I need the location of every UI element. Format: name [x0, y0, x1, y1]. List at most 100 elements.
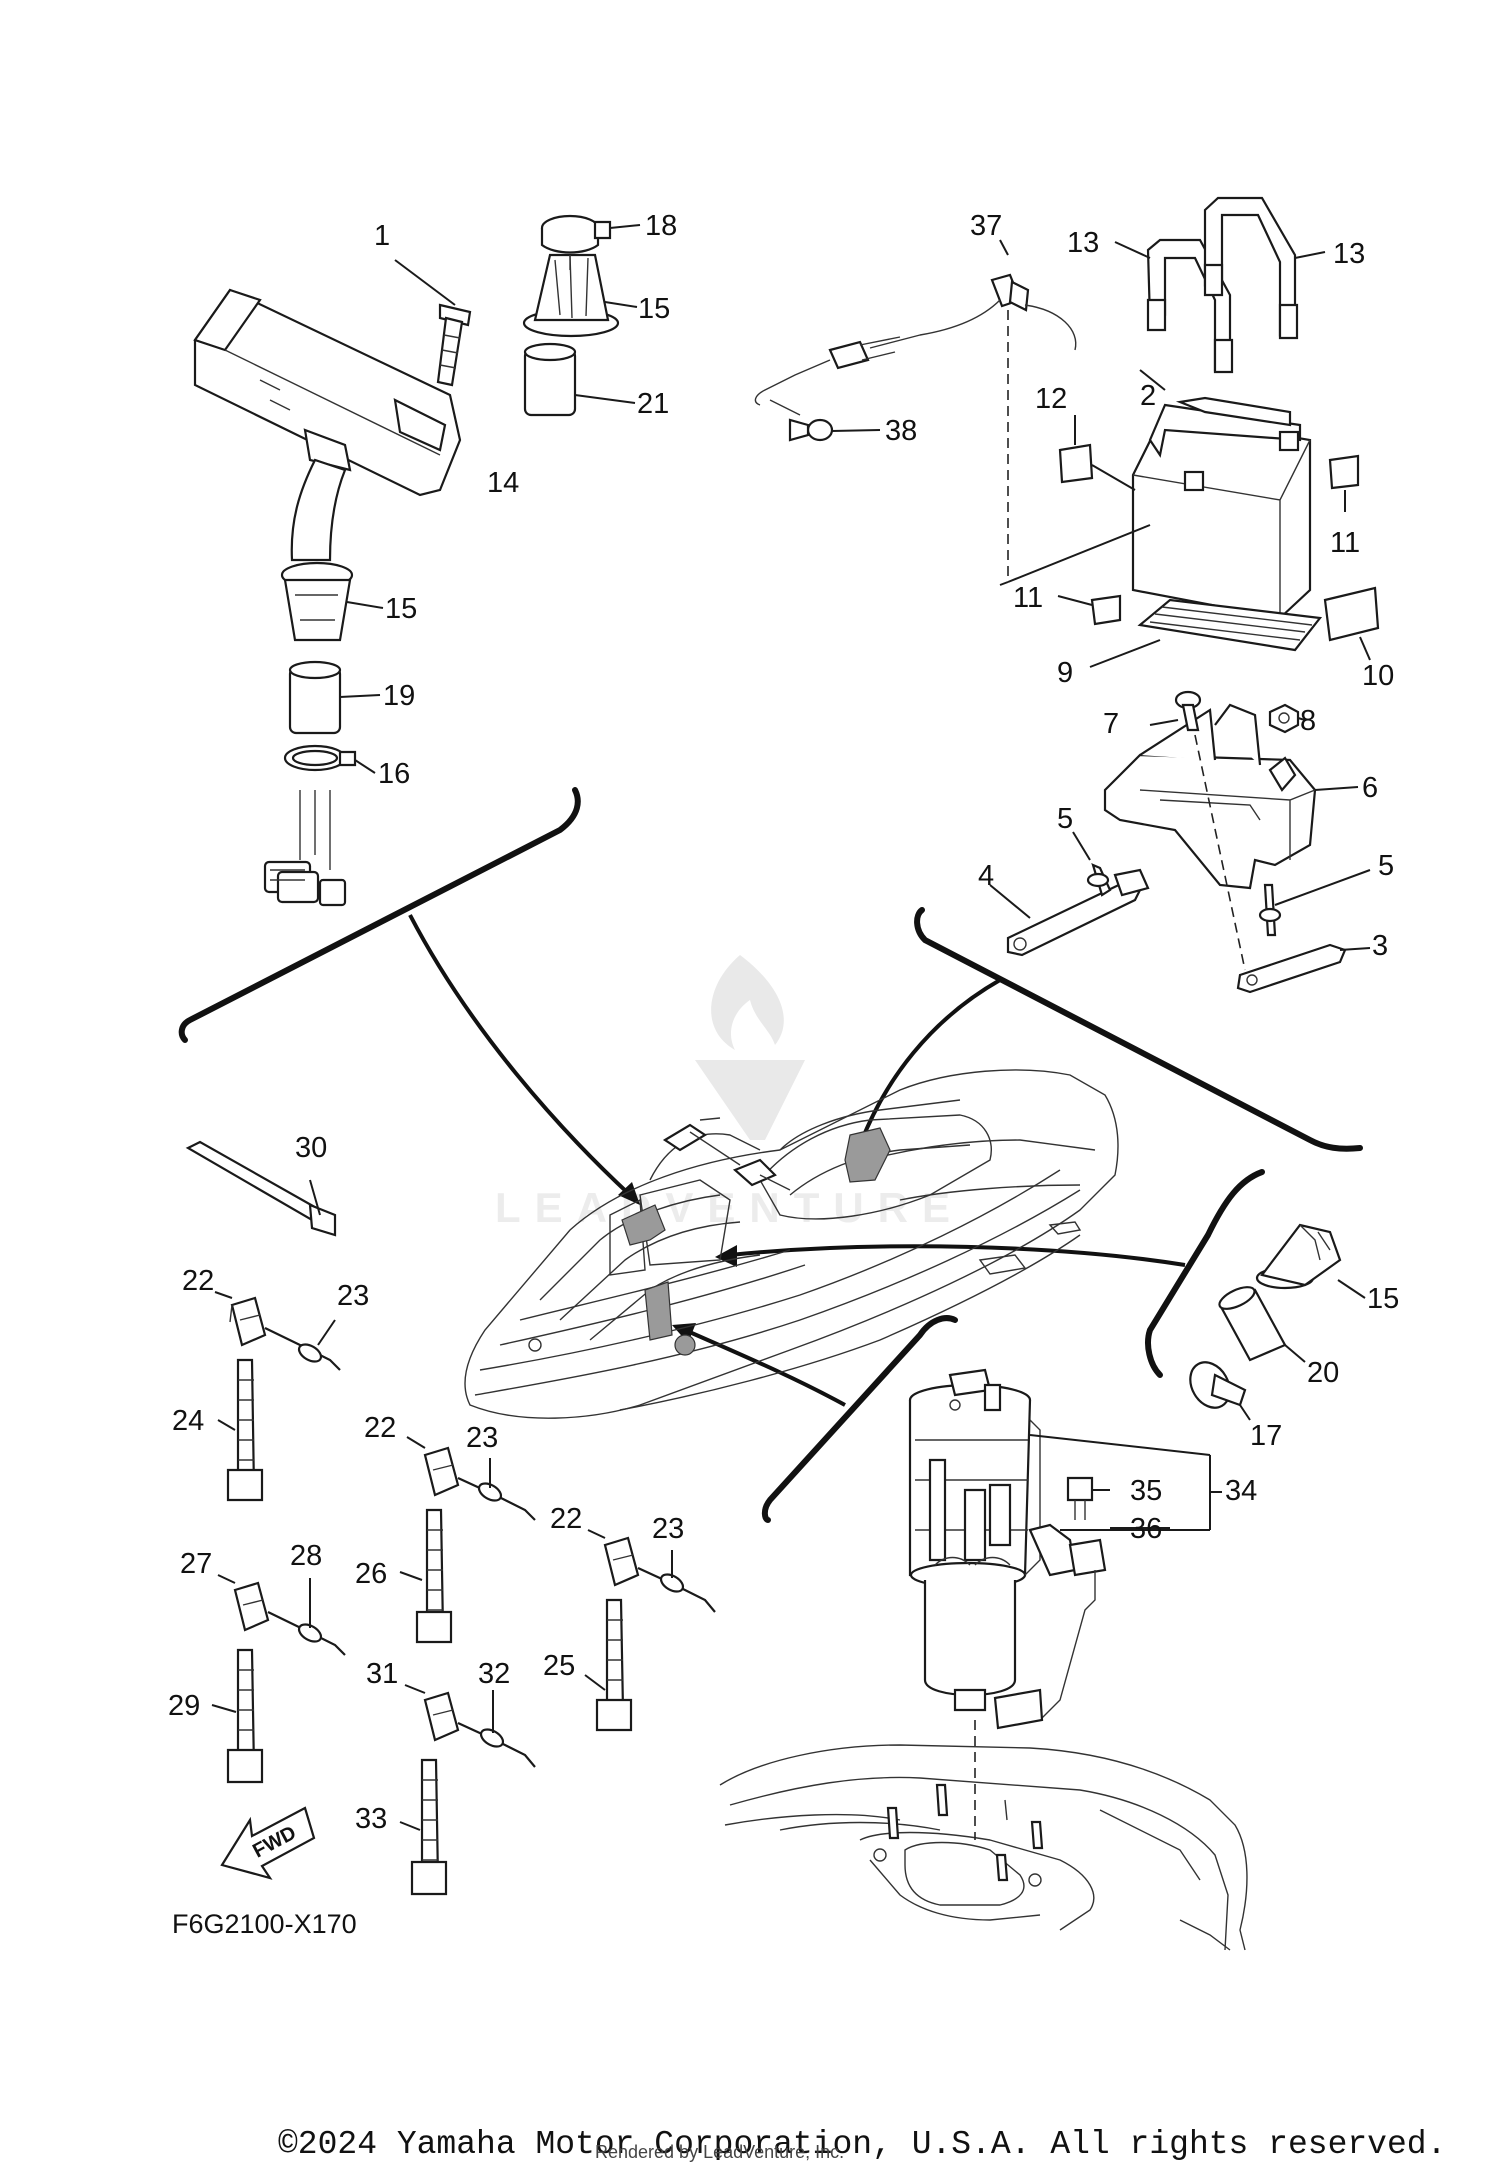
- callout-21: 21: [637, 388, 669, 420]
- callout-33: 33: [355, 1803, 387, 1835]
- pad-11-lower: [1057, 594, 1122, 626]
- cap-17: [1189, 1361, 1251, 1421]
- sleeve-21: [523, 342, 636, 417]
- sleeve-19: [288, 660, 381, 735]
- screw-38: [769, 399, 881, 442]
- cable-tie-29: [211, 1648, 264, 1784]
- callout-23a: 23: [337, 1280, 369, 1312]
- clamp-16: [283, 744, 376, 774]
- pad-10: [1323, 586, 1380, 661]
- wire-harness-connector: [263, 790, 347, 907]
- callout-brackets: [178, 787, 1363, 1523]
- pin-32: [457, 1690, 536, 1768]
- callout-12: 12: [1035, 383, 1067, 415]
- clip-22-a: [214, 1291, 267, 1347]
- callout-labels: 1 2 3 4 5 5 6 7 8 9 10 11 11 12 13 13 14…: [168, 210, 1399, 1835]
- callout-13a: 13: [1067, 227, 1099, 259]
- cable-tie-26: [399, 1508, 453, 1644]
- watercraft-hull: [464, 1069, 1119, 1419]
- pin-23-c: [637, 1550, 716, 1613]
- callout-15b: 15: [385, 593, 417, 625]
- callout-6: 6: [1362, 772, 1378, 804]
- callout-2: 2: [1140, 380, 1156, 412]
- callout-16: 16: [378, 758, 410, 790]
- fuel-pump-assembly: [908, 1368, 1041, 1712]
- callout-26: 26: [355, 1558, 387, 1590]
- pad-11-upper: [1328, 454, 1360, 512]
- callout-15a: 15: [638, 293, 670, 325]
- pin-28: [267, 1578, 346, 1656]
- callout-10: 10: [1362, 660, 1394, 692]
- callout-17: 17: [1250, 1420, 1282, 1452]
- battery-box-6: [1103, 703, 1359, 890]
- callout-27: 27: [180, 1548, 212, 1580]
- cable-tie-24: [217, 1358, 264, 1502]
- cable-tie-33: [399, 1758, 448, 1896]
- callout-38: 38: [885, 415, 917, 447]
- pin-5-left: [1072, 831, 1112, 897]
- callout-14: 14: [487, 467, 519, 499]
- clip-22-c: [587, 1529, 640, 1587]
- callout-20: 20: [1307, 1357, 1339, 1389]
- callout-34: 34: [1225, 1475, 1257, 1507]
- callout-22a: 22: [182, 1265, 214, 1297]
- callout-7: 7: [1103, 708, 1119, 740]
- pad-12: [1058, 415, 1136, 491]
- callout-arrows: [408, 914, 1186, 1407]
- clip-22-b: [406, 1436, 460, 1497]
- callout-15c: 15: [1367, 1283, 1399, 1315]
- grommet-15-mid: [280, 561, 384, 642]
- callout-37: 37: [970, 210, 1002, 242]
- bracket-4: [989, 868, 1150, 957]
- callout-22b: 22: [364, 1412, 396, 1444]
- callout-11a: 11: [1013, 582, 1043, 614]
- cable-tie-25: [584, 1598, 633, 1732]
- bolt-7: [1149, 690, 1246, 971]
- grommet-15-right: [1255, 1223, 1366, 1299]
- grommet-15-top: [522, 253, 638, 338]
- callout-8: 8: [1300, 705, 1316, 737]
- callout-9: 9: [1057, 657, 1073, 689]
- callout-24: 24: [172, 1405, 204, 1437]
- fwd-arrow-icon: FWD: [220, 1806, 316, 1880]
- callout-4: 4: [978, 860, 994, 892]
- callout-31: 31: [366, 1658, 398, 1690]
- callout-3: 3: [1372, 930, 1388, 962]
- callout-32: 32: [478, 1658, 510, 1690]
- callout-28: 28: [290, 1540, 322, 1572]
- bracket-3: [1236, 943, 1371, 994]
- storage-box-assembly: [193, 288, 462, 562]
- copyright-notice: ©2024 Yamaha Motor Corporation, U.S.A. A…: [278, 2126, 1446, 2163]
- bolt-1: [394, 259, 472, 387]
- callout-25: 25: [543, 1650, 575, 1682]
- cap-18: [540, 214, 641, 270]
- callout-36: 36: [1130, 1513, 1162, 1545]
- callout-29: 29: [168, 1690, 200, 1722]
- clip-27: [217, 1574, 270, 1632]
- callout-23c: 23: [652, 1513, 684, 1545]
- battery-pad-9: [1089, 598, 1323, 668]
- battery-cable-37: [754, 239, 1151, 586]
- nut-8: [1268, 703, 1306, 734]
- callout-19: 19: [383, 680, 415, 712]
- callout-30: 30: [295, 1132, 327, 1164]
- battery-2: [1131, 369, 1312, 620]
- pin-23-b: [457, 1458, 536, 1521]
- battery-strap-13-right: [1203, 196, 1326, 340]
- callout-13b: 13: [1333, 238, 1365, 270]
- callout-1: 1: [374, 220, 390, 252]
- callout-35: 35: [1130, 1475, 1162, 1507]
- connector-35: [1066, 1476, 1110, 1520]
- rendered-by-notice: Rendered by LeadVenture, Inc.: [595, 2142, 844, 2162]
- sender-unit-34: [993, 1434, 1222, 1730]
- pin-5-right: [1258, 869, 1371, 937]
- callout-18: 18: [645, 210, 677, 242]
- callout-23b: 23: [466, 1422, 498, 1454]
- pin-23-a: [264, 1319, 341, 1371]
- callout-5b: 5: [1378, 850, 1394, 882]
- callout-22c: 22: [550, 1503, 582, 1535]
- clip-31: [404, 1684, 460, 1742]
- cable-tie-30: [185, 1140, 337, 1237]
- callout-11b: 11: [1330, 527, 1360, 559]
- fuel-tank-outline: [719, 1720, 1248, 1951]
